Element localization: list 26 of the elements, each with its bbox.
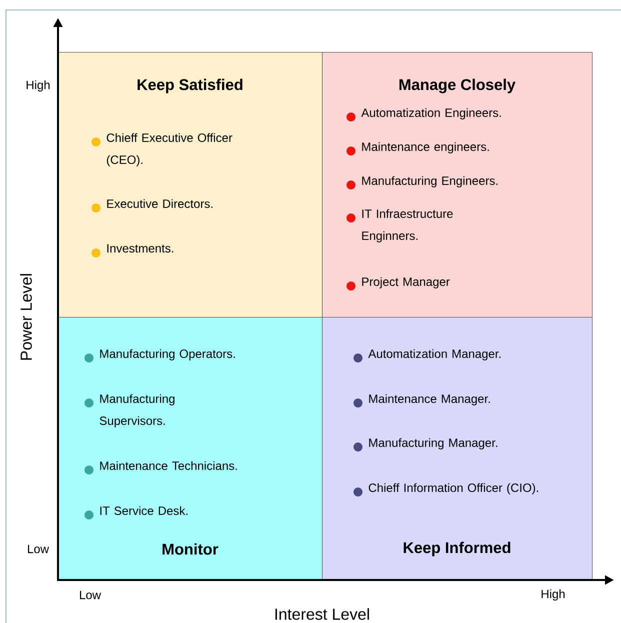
quadrant-heading: Manage Closely bbox=[399, 78, 516, 94]
bullet-item: Manufacturing Operators. bbox=[84, 349, 235, 362]
quadrant-box bbox=[58, 52, 322, 318]
bullet-item: Project Manager bbox=[346, 277, 450, 290]
bullet-item: Chieff Executive Officer (CEO). bbox=[92, 133, 232, 166]
quadrant-box bbox=[322, 52, 592, 318]
axis-title: Interest Level bbox=[275, 608, 369, 620]
bullet-item: Maintenance engineers. bbox=[346, 142, 489, 156]
bullet-item: Investments. bbox=[92, 244, 174, 258]
bullet-item: Manufacturing Manager. bbox=[354, 438, 498, 452]
quadrant-heading: Keep Informed bbox=[404, 542, 510, 556]
bullet-item: Maintenance Manager. bbox=[354, 394, 490, 408]
quadrant-heading: Monitor bbox=[162, 543, 218, 555]
axis-title: Power Level bbox=[20, 274, 32, 360]
bullet-item: Executive Directors. bbox=[92, 199, 212, 212]
quadrant-box bbox=[58, 317, 322, 580]
bullet-item: IT Service Desk. bbox=[84, 506, 188, 520]
bullet-item: Maintenance Technicians. bbox=[84, 461, 237, 474]
bullet-item: IT Infraestructure Enginners. bbox=[346, 209, 453, 242]
bullet-item: Manufacturing Supervisors. bbox=[84, 394, 174, 428]
bullet-item: Automatization Manager. bbox=[354, 349, 501, 362]
quadrant-heading: Keep Satisfied bbox=[138, 78, 242, 94]
bullet-item: Automatization Engineers. bbox=[346, 108, 501, 122]
quadrant-box bbox=[322, 317, 592, 580]
bullet-item: Chieff Information Officer (CIO). bbox=[354, 483, 538, 496]
bullet-item: Manufacturing Engineers. bbox=[346, 176, 498, 190]
